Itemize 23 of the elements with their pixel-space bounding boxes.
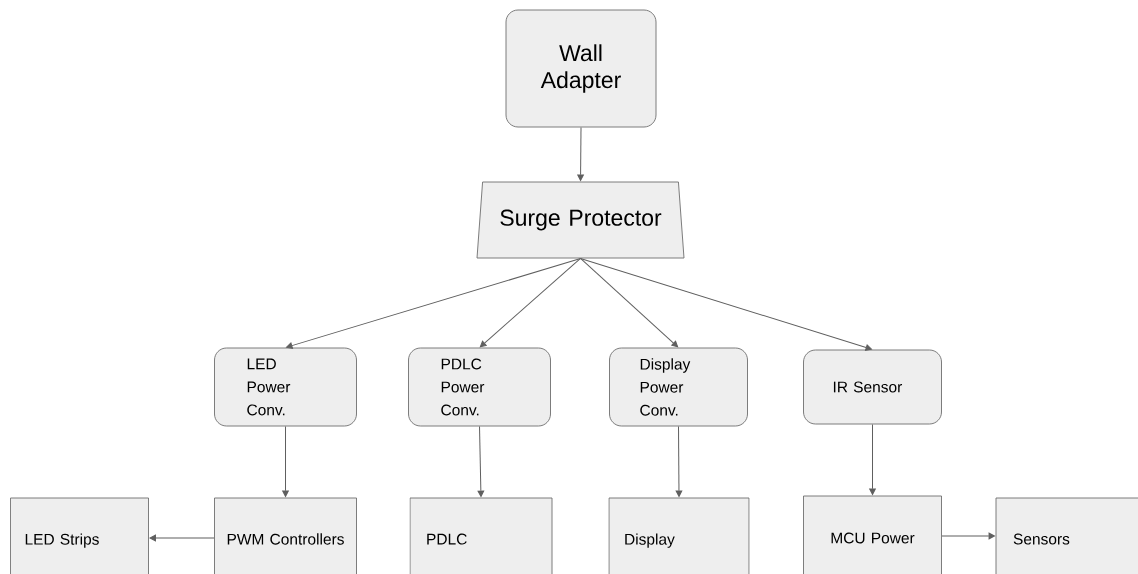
converter-box: LED Power Conv. [214,347,357,427]
arrow [282,425,289,497]
output-box: PDLC [409,497,553,574]
output-box: LED Strips [10,497,149,574]
controller-box: IR Sensor [803,349,942,425]
converter-box: Display Power Conv. [609,347,748,427]
arrow [580,257,679,348]
arrow [675,425,683,497]
output-box: Sensors [995,497,1138,574]
output-box: MCU Power [803,495,942,574]
arrow [941,532,995,540]
arrow [477,425,485,497]
adapter-box: Wall Adapter [505,9,657,128]
converter-box: PDLC Power Conv. [408,347,551,427]
output-box: PWM Controllers [214,497,357,574]
protector-trapezoid: Surge Protector [476,181,685,259]
output-box: Display [608,497,750,574]
arrow [869,423,876,495]
arrow [580,257,872,351]
arrow [479,257,581,348]
arrow [149,534,215,542]
arrow [286,257,581,349]
arrow [577,126,584,181]
